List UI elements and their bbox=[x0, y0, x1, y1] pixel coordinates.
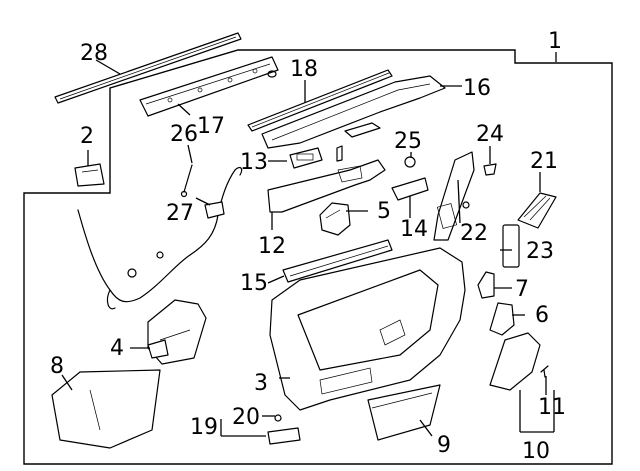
part-20-fastener bbox=[274, 414, 282, 422]
part-21-speaker-grille bbox=[517, 192, 557, 229]
part-17-bracket bbox=[139, 56, 279, 117]
callout-17: 17 bbox=[197, 114, 225, 139]
part-27-harness bbox=[77, 166, 243, 310]
callout-4: 4 bbox=[110, 336, 124, 361]
callout-11: 11 bbox=[538, 395, 566, 420]
callout-23: 23 bbox=[526, 239, 554, 264]
callout-5: 5 bbox=[377, 199, 391, 224]
part-26-rod bbox=[180, 164, 193, 198]
callout-21: 21 bbox=[530, 149, 558, 174]
callout-7: 7 bbox=[515, 277, 529, 302]
callout-8: 8 bbox=[50, 354, 64, 379]
callout-12: 12 bbox=[258, 234, 286, 259]
part-23-switch bbox=[502, 224, 520, 268]
part-15-bracket bbox=[282, 239, 393, 283]
part-22-pull-strip bbox=[433, 151, 475, 241]
part-5-switch-housing bbox=[319, 202, 351, 236]
callout-6: 6 bbox=[535, 303, 549, 328]
part-3-door-panel bbox=[269, 247, 466, 411]
part-2-hinge bbox=[74, 163, 105, 187]
part-16-upper-trim bbox=[261, 75, 446, 149]
callout-16: 16 bbox=[463, 76, 491, 101]
callout-1: 1 bbox=[548, 29, 562, 54]
callout-27: 27 bbox=[166, 201, 194, 226]
callout-20: 20 bbox=[232, 405, 260, 430]
part-13-handle-bezel bbox=[289, 145, 343, 169]
part-11-screw bbox=[540, 365, 549, 378]
part-7-handle bbox=[477, 271, 495, 299]
callout-24: 24 bbox=[476, 122, 504, 147]
part-12-armrest bbox=[267, 159, 386, 213]
part-10-pocket bbox=[489, 332, 541, 391]
part-19-handle-base bbox=[267, 427, 301, 445]
part-9-storage-bin bbox=[367, 384, 441, 441]
part-24-clip bbox=[483, 163, 497, 176]
part-28-weatherstrip bbox=[54, 32, 242, 104]
callout-14: 14 bbox=[400, 217, 428, 242]
callout-9: 9 bbox=[437, 433, 451, 458]
leader-lines bbox=[61, 52, 557, 437]
callout-18: 18 bbox=[290, 57, 318, 82]
callout-13: 13 bbox=[240, 150, 268, 175]
part-4-module bbox=[147, 299, 207, 365]
callout-22: 22 bbox=[460, 221, 488, 246]
part-6-bezel bbox=[489, 302, 515, 336]
part-8-glass bbox=[51, 369, 161, 449]
part-14-switch-bezel bbox=[391, 177, 429, 201]
callout-3: 3 bbox=[254, 371, 268, 396]
part-18-belt-strip bbox=[247, 69, 393, 132]
callout-10: 10 bbox=[522, 439, 550, 464]
callout-19: 19 bbox=[190, 415, 218, 440]
callout-25: 25 bbox=[394, 129, 422, 154]
callout-15: 15 bbox=[240, 271, 268, 296]
part-25-clip bbox=[404, 156, 416, 168]
callout-28: 28 bbox=[80, 41, 108, 66]
assembly-frame bbox=[23, 49, 613, 465]
callout-26: 26 bbox=[170, 122, 198, 147]
callout-2: 2 bbox=[80, 124, 94, 149]
